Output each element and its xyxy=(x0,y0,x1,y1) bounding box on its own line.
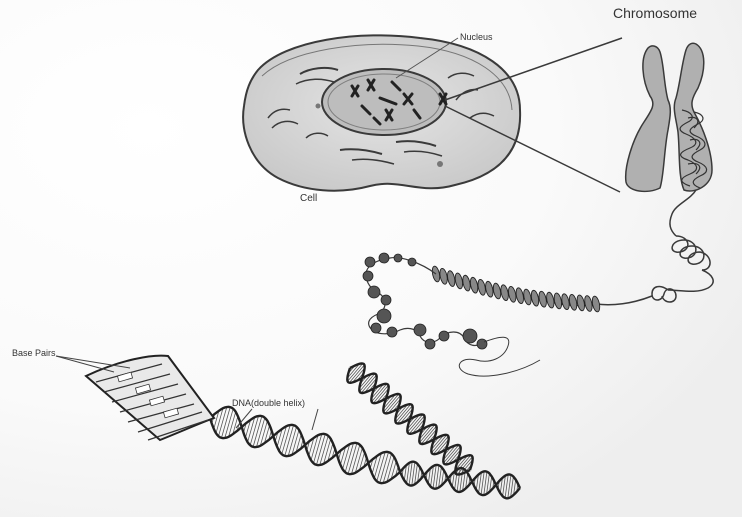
chromosome-label: Chromosome xyxy=(613,5,697,21)
base-pairs-label: Base Pairs xyxy=(12,348,56,358)
dna-label: DNA(double helix) xyxy=(232,398,305,408)
nucleus xyxy=(322,69,446,135)
nucleus-label: Nucleus xyxy=(460,32,493,42)
cell-label: Cell xyxy=(300,193,317,204)
nucleus-envelope xyxy=(322,69,446,135)
